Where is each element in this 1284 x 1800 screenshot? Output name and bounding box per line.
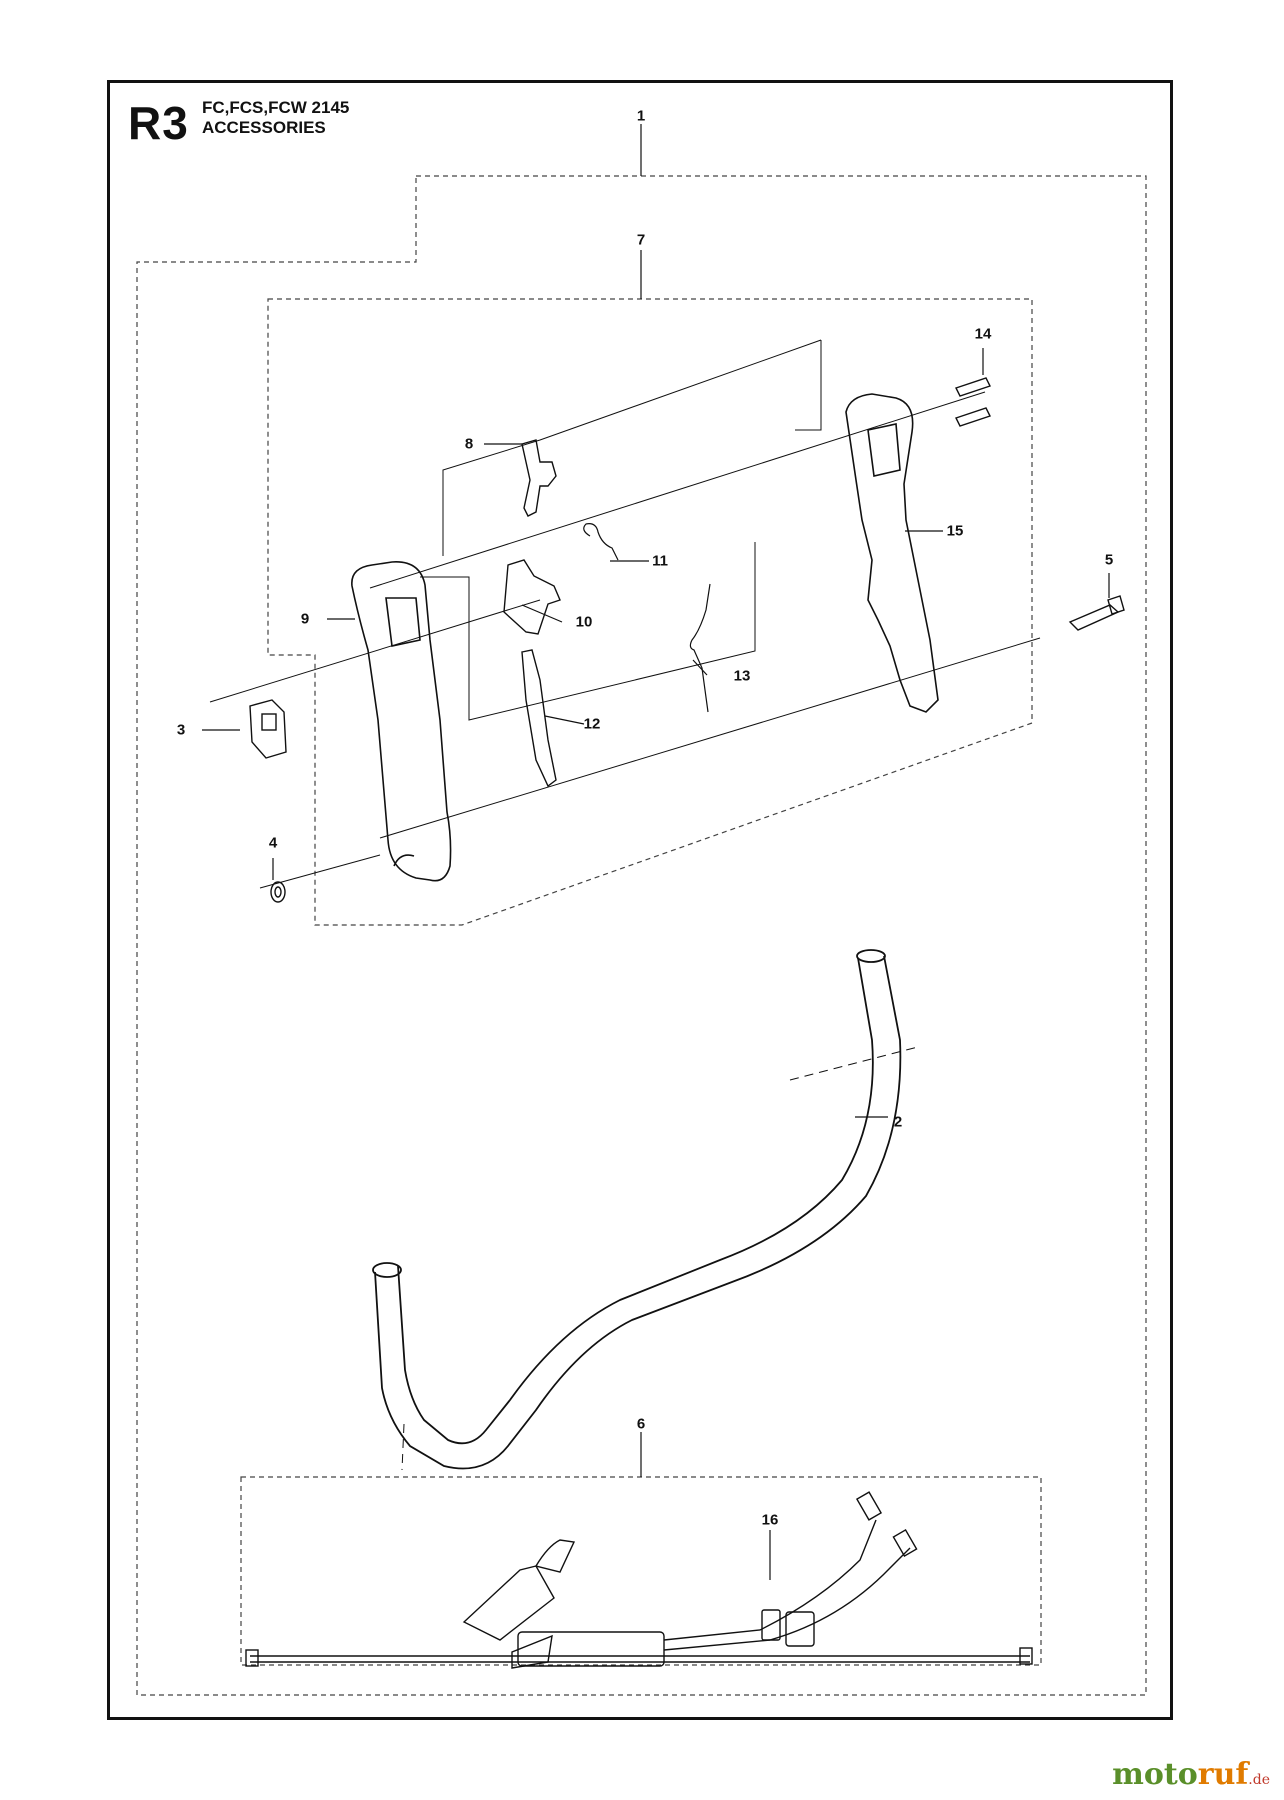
- callout-16: 16: [761, 1511, 779, 1529]
- trigger-part-10: [503, 559, 561, 635]
- section-code: R3: [128, 97, 189, 149]
- group-7-outline: [267, 298, 1033, 926]
- logo-part-1: moto: [1112, 1757, 1198, 1792]
- logo-tld: .de: [1248, 1772, 1270, 1788]
- loop-bar-part-2: [372, 949, 902, 1470]
- callout-6: 6: [636, 1415, 646, 1433]
- handle-left-half: [351, 561, 452, 882]
- callout-3: 3: [176, 721, 186, 739]
- callout-2: 2: [893, 1113, 903, 1131]
- callout-1: 1: [636, 107, 646, 125]
- watermark-logo: motoruf.de: [1112, 1757, 1270, 1792]
- screw-part-5: [1068, 595, 1125, 631]
- section-title: ACCESSORIES: [202, 118, 326, 137]
- callout-4: 4: [268, 834, 278, 852]
- logo-part-2: ruf: [1197, 1757, 1249, 1792]
- callout-13: 13: [733, 667, 751, 685]
- group-6-outline: [240, 1476, 1042, 1666]
- model-names: FC,FCS,FCW 2145: [202, 98, 350, 117]
- lever-part-8: [521, 439, 557, 517]
- lock-lever-part-12: [521, 649, 557, 788]
- spring-part-11: [583, 523, 619, 561]
- callout-9: 9: [300, 610, 310, 628]
- callout-5: 5: [1104, 551, 1114, 569]
- callout-8: 8: [464, 435, 474, 453]
- wire-part-13: [689, 583, 711, 713]
- callout-11: 11: [652, 552, 668, 570]
- callout-14: 14: [974, 325, 992, 343]
- callout-10: 10: [575, 613, 593, 631]
- switch-part-3: [249, 699, 287, 759]
- callout-7: 7: [636, 231, 646, 249]
- callout-12: 12: [583, 715, 601, 733]
- handle-right-half: [845, 393, 939, 713]
- screws-part-14: [955, 377, 991, 427]
- group-1-outline: [136, 175, 1147, 1696]
- nut-part-4: [270, 881, 286, 903]
- throttle-cable-part-6: [245, 1491, 1033, 1669]
- callout-15: 15: [946, 522, 964, 540]
- diagram-frame: [107, 80, 1173, 1720]
